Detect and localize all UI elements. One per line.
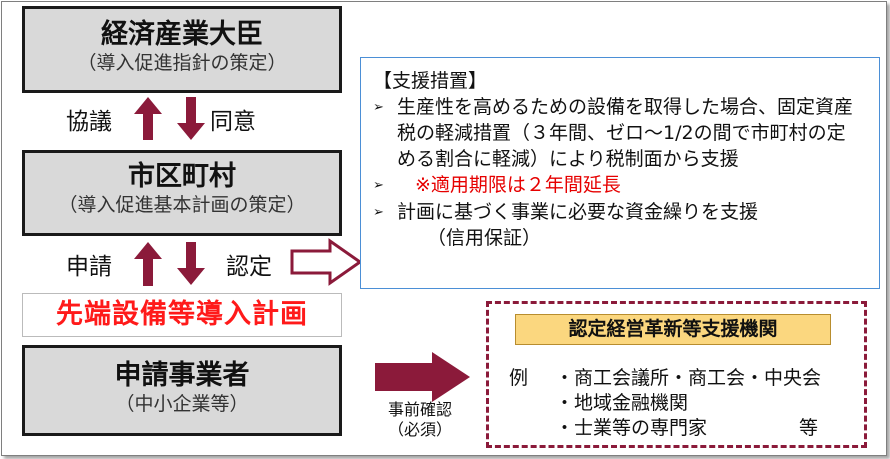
support-organization-item-1: ・商工会議所・商工会・中央会 xyxy=(555,367,822,389)
consent-down-arrow xyxy=(177,97,205,140)
support-item-finance-line1: 計画に基づく事業に必要な資金繰りを支援 xyxy=(397,201,759,223)
consult-up-arrow xyxy=(134,97,162,140)
plan-box: 先端設備等導入計画 xyxy=(22,293,342,337)
certify-down-arrow xyxy=(177,242,205,285)
prior-check-arrow xyxy=(375,352,470,402)
support-item-finance: ➢ 計画に基づく事業に必要な資金繰りを支援 （信用保証） xyxy=(373,199,869,251)
prior-check-label-line1: 事前確認 xyxy=(387,400,452,419)
support-item-tax-line1: 生産性を高めるための設備を取得した場合、固定資産 xyxy=(397,96,854,118)
support-organization-item-3: ・士業等の専門家 xyxy=(555,417,708,439)
minister-subtitle: （導入促進指針の策定） xyxy=(77,52,287,74)
bullet-arrow-icon: ➢ xyxy=(373,178,384,193)
prior-check-label-line2: （必須） xyxy=(387,420,452,439)
support-item-extension-text: ※適用期限は２年間延長 xyxy=(415,174,621,196)
support-organization-etc: 等 xyxy=(799,417,819,439)
label-apply: 申請 xyxy=(66,254,112,280)
applicant-box: 申請事業者 （中小企業等） xyxy=(22,345,342,436)
bullet-arrow-icon: ➢ xyxy=(373,100,384,115)
prior-check-label: 事前確認 （必須） xyxy=(370,400,470,440)
support-organization-example: 例 xyxy=(509,367,529,389)
minister-title: 経済産業大臣 xyxy=(101,19,263,50)
bullet-arrow-icon: ➢ xyxy=(373,205,384,220)
support-organization-item-2: ・地域金融機関 xyxy=(555,392,689,414)
municipality-title: 市区町村 xyxy=(128,161,236,192)
support-item-tax-line2: 税の軽減措置（３年間、ゼロ～1/2の間で市町村の定 xyxy=(397,122,846,144)
municipality-box: 市区町村 （導入促進基本計画の策定） xyxy=(22,150,342,236)
support-measures-box: 【支援措置】 ➢ 生産性を高めるための設備を取得した場合、固定資産 税の軽減措置… xyxy=(360,57,880,289)
support-organization-title: 認定経営革新等支援機関 xyxy=(515,314,831,345)
support-item-extension: ➢ ※適用期限は２年間延長 xyxy=(373,172,869,199)
municipality-subtitle: （導入促進基本計画の策定） xyxy=(58,194,306,216)
label-consult: 協議 xyxy=(66,109,112,135)
label-certify: 認定 xyxy=(226,254,272,280)
support-item-tax-line3: める割合に軽減）により税制面から支援 xyxy=(397,148,739,170)
support-heading: 【支援措置】 xyxy=(373,70,488,92)
applicant-subtitle: （中小企業等） xyxy=(115,393,249,415)
support-item-tax: ➢ 生産性を高めるための設備を取得した場合、固定資産 税の軽減措置（３年間、ゼロ… xyxy=(373,94,869,172)
applicant-title: 申請事業者 xyxy=(114,360,250,391)
support-organization-box: 認定経営革新等支援機関 例 ・商工会議所・商工会・中央会 ・地域金融機関 ・士業… xyxy=(486,301,867,448)
support-item-finance-line2: （信用保証） xyxy=(427,227,542,249)
certify-support-arrow xyxy=(290,238,363,286)
label-consent: 同意 xyxy=(210,109,256,135)
minister-box: 経済産業大臣 （導入促進指針の策定） xyxy=(22,6,342,93)
apply-up-arrow xyxy=(134,242,162,286)
